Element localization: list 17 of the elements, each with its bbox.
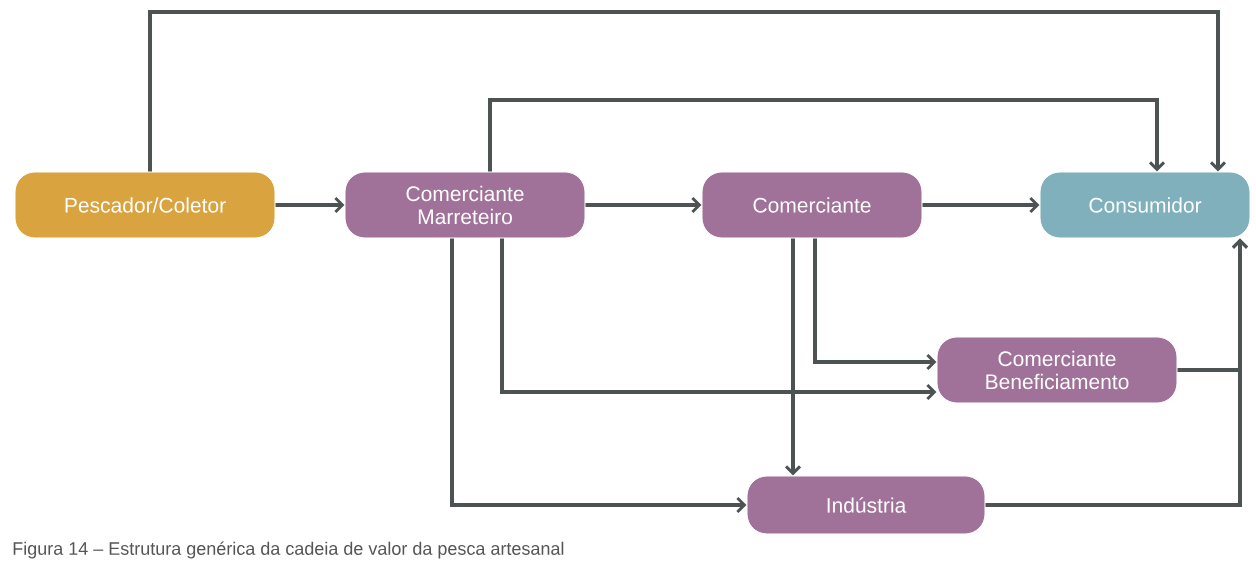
arrow xyxy=(585,196,702,214)
arrow xyxy=(450,238,747,514)
process-box: Pescador/Coletor xyxy=(14,171,276,239)
arrow xyxy=(275,196,345,214)
process-box: Comerciante Beneficiamento xyxy=(936,336,1178,404)
process-box: Consumidor xyxy=(1039,171,1251,239)
arrow xyxy=(985,238,1249,507)
arrow xyxy=(148,10,1227,172)
arrow xyxy=(813,238,937,371)
caption: Figura 14 – Estrutura genérica da cadeia de valor da pesca artesanal xyxy=(13,541,564,559)
process-box: Comerciante Marreteiro xyxy=(344,171,586,239)
process-box: Comerciante xyxy=(701,171,923,239)
arrow xyxy=(784,238,802,476)
arrow xyxy=(488,98,1166,172)
arrow xyxy=(922,196,1040,214)
process-box: Indústria xyxy=(746,475,986,535)
arrow xyxy=(500,238,937,401)
